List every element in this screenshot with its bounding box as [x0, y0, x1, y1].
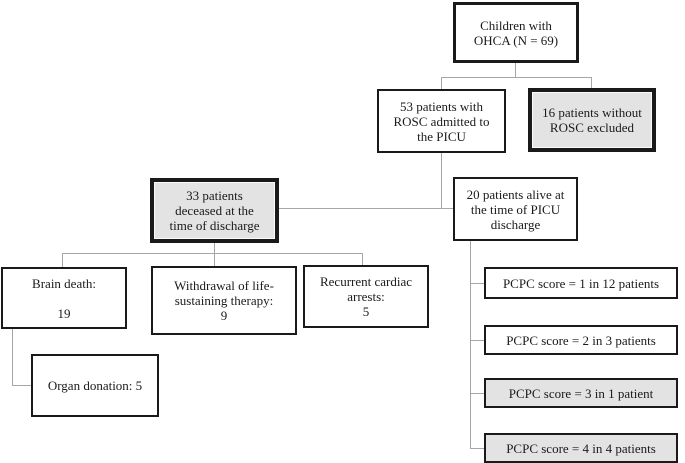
- node-text-line: Brain death:: [32, 275, 96, 291]
- connector-line: [470, 393, 485, 394]
- node-brain-death: Brain death: 19: [1, 267, 127, 329]
- node-text-line: PCPC score = 4 in 4 patients: [506, 440, 656, 456]
- node-text-line: 16 patients without: [542, 105, 642, 120]
- connector-line: [470, 241, 471, 449]
- node-children-ohca: Children with OHCA (N = 69): [453, 2, 579, 63]
- node-text-line: 19: [57, 305, 71, 321]
- node-text-line: Withdrawal of life-: [174, 278, 274, 293]
- node-text-line: Recurrent cardiac: [319, 274, 413, 289]
- connector-line: [214, 253, 215, 267]
- connector-line: [12, 329, 13, 386]
- node-text-line: Children with: [480, 17, 552, 33]
- node-text-line: 53 patients with: [399, 98, 484, 114]
- connector-line: [12, 385, 32, 386]
- node-text-line: OHCA (N = 69): [473, 32, 559, 48]
- node-text-line: ROSC excluded: [549, 120, 635, 135]
- node-text-line: Organ donation: 5: [47, 378, 143, 393]
- node-deceased-at-discharge: 33 patients deceased at the time of disc…: [150, 178, 279, 243]
- node-text-line: PCPC score = 1 in 12 patients: [502, 275, 660, 291]
- node-text-line: PCPC score = 3 in 1 patient: [508, 385, 654, 401]
- node-text-line: the time of PICU: [470, 201, 561, 217]
- connector-line: [441, 152, 442, 209]
- connector-line: [214, 242, 215, 254]
- node-rosc-admitted: 53 patients with ROSC admitted to the PI…: [377, 89, 506, 153]
- node-alive-at-discharge: 20 patients alive at the time of PICU di…: [453, 177, 578, 241]
- connector-line: [470, 340, 485, 341]
- connector-line: [279, 208, 455, 209]
- node-text-line: 9: [220, 308, 228, 323]
- node-text-line: 5: [362, 304, 370, 319]
- node-text-line: sustaining therapy:: [174, 293, 274, 308]
- connector-line: [591, 77, 592, 89]
- node-organ-donation: Organ donation: 5: [31, 354, 159, 417]
- node-text-line: the PICU: [417, 128, 466, 144]
- node-text-line: 33 patients: [186, 188, 243, 203]
- node-no-rosc-excluded: 16 patients without ROSC excluded: [528, 88, 656, 152]
- connector-line: [470, 448, 485, 449]
- node-text-line: 20 patients alive at: [466, 186, 565, 202]
- node-pcpc-score-2: PCPC score = 2 in 3 patients: [484, 325, 678, 355]
- node-recurrent-cardiac-arrests: Recurrent cardiac arrests: 5: [303, 265, 429, 328]
- node-text-line: time of discharge: [169, 218, 260, 233]
- connector-line: [362, 253, 363, 266]
- node-pcpc-score-1: PCPC score = 1 in 12 patients: [484, 267, 678, 299]
- node-pcpc-score-3: PCPC score = 3 in 1 patient: [484, 378, 678, 408]
- node-text-line: arrests:: [347, 289, 385, 304]
- node-text-line: discharge: [490, 216, 541, 232]
- connector-line: [441, 77, 442, 90]
- connector-line: [441, 77, 592, 78]
- node-text-line: PCPC score = 2 in 3 patients: [506, 332, 656, 348]
- node-withdrawal-of-therapy: Withdrawal of life- sustaining therapy: …: [151, 266, 297, 335]
- node-text-line: ROSC admitted to: [393, 113, 490, 129]
- connector-line: [62, 253, 63, 268]
- connector-line: [62, 253, 363, 254]
- node-pcpc-score-4: PCPC score = 4 in 4 patients: [484, 433, 678, 463]
- connector-line: [470, 283, 485, 284]
- connector-line: [515, 62, 516, 78]
- node-text-line: deceased at the: [175, 203, 254, 218]
